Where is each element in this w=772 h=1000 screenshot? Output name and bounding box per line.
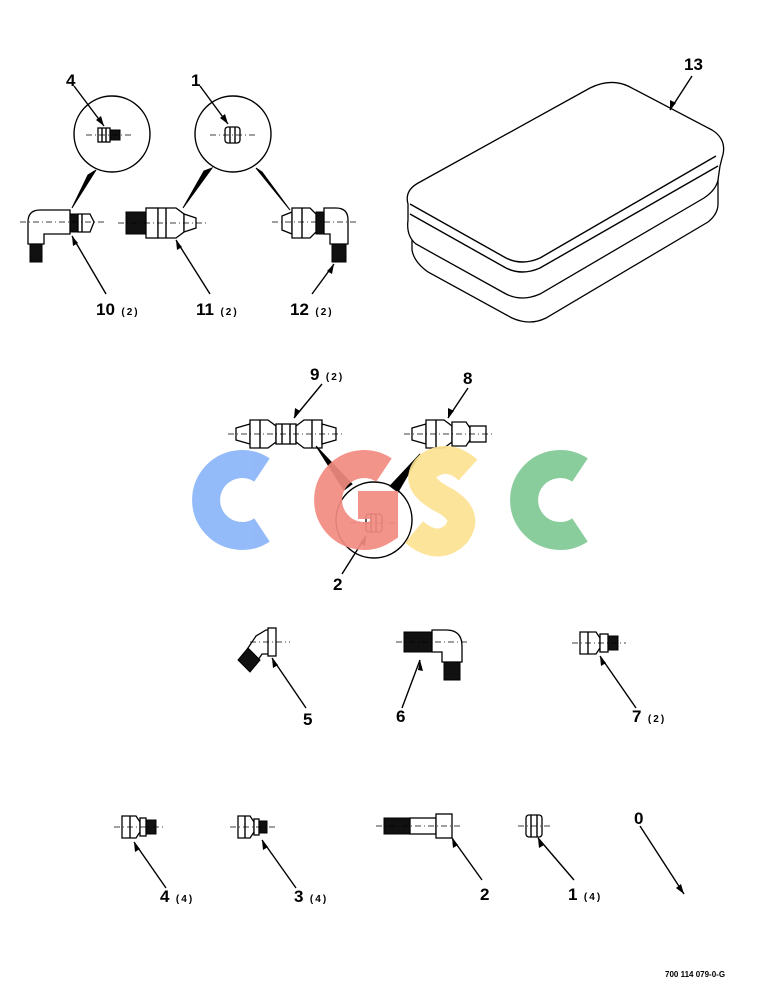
callout-4-top: 4 (66, 71, 76, 90)
union-fitting-11 (118, 207, 206, 239)
watermark-letter-c1 (192, 450, 270, 550)
callout-11: 11 (2) (196, 300, 239, 319)
callout-12: 12 (2) (290, 300, 334, 319)
callout-1-top: 1 (191, 71, 200, 90)
callout-7: 7 (2) (632, 707, 666, 726)
hex-plug-fitting-3 (230, 815, 276, 839)
callout-8: 8 (463, 369, 472, 388)
elbow-45-fitting-5 (237, 627, 290, 673)
hex-plug-4-detail (86, 127, 132, 143)
hex-nipple-fitting-7 (572, 631, 626, 655)
detail-circle-fitting-1 (182, 95, 291, 211)
callout-9-number: 9 (310, 365, 319, 384)
callout-6: 6 (396, 707, 405, 726)
union-fitting-9 (228, 419, 344, 449)
callout-1-bot-qty: (4) (584, 892, 602, 903)
callout-3-bot-qty: (4) (310, 894, 328, 905)
callout-12-number: 12 (290, 300, 309, 319)
callout-1-bot-number: 1 (568, 885, 577, 904)
detail-circle-fitting-4 (71, 95, 151, 209)
elbow-fitting-10 (20, 209, 104, 263)
callout-11-qty: (2) (220, 307, 238, 318)
callout-2-bot: 2 (480, 885, 489, 904)
callout-5: 5 (303, 710, 312, 729)
callout-4-bot: 4 (4) (160, 887, 194, 906)
union-fitting-8 (404, 419, 494, 449)
callout-9-qty: (2) (326, 372, 344, 383)
drawing-code: 700 114 079-0-G (665, 970, 725, 979)
hex-plug-fitting-4 (114, 815, 164, 839)
callout-12-qty: (2) (315, 307, 333, 318)
storage-box-13 (406, 81, 725, 323)
callout-11-number: 11 (196, 300, 214, 319)
callout-9: 9 (2) (310, 365, 344, 384)
callout-1-bot: 1 (4) (568, 885, 602, 904)
callout-0: 0 (634, 809, 643, 828)
callout-7-number: 7 (632, 707, 641, 726)
callout-4-bot-qty: (4) (176, 894, 194, 905)
callout-3-bot: 3 (4) (294, 887, 328, 906)
watermark-letter-c2 (510, 450, 588, 550)
watermark-letter-s (405, 446, 478, 557)
callout-2-mid: 2 (333, 575, 342, 594)
callout-3-bot-number: 3 (294, 887, 303, 906)
callout-10: 10 (2) (96, 300, 140, 319)
callout-7-qty: (2) (648, 714, 666, 725)
tube-fitting-2 (376, 813, 460, 839)
callout-13: 13 (684, 55, 703, 74)
callout-10-number: 10 (96, 300, 115, 319)
callout-10-qty: (2) (121, 307, 139, 318)
elbow-90-fitting-6 (396, 629, 470, 681)
callout-labels: 4 1 13 10 (2) 11 (2) 12 (2) 9 (2) 8 2 5 … (66, 55, 725, 979)
cgsc-watermark (192, 446, 588, 557)
callout-4-bot-number: 4 (160, 887, 170, 906)
watermark-letter-g (314, 450, 398, 550)
elbow-fitting-12 (272, 207, 358, 263)
sleeve-fitting-1 (518, 814, 550, 838)
sleeve-1-detail (210, 126, 256, 144)
leader-arrowheads (72, 100, 684, 894)
